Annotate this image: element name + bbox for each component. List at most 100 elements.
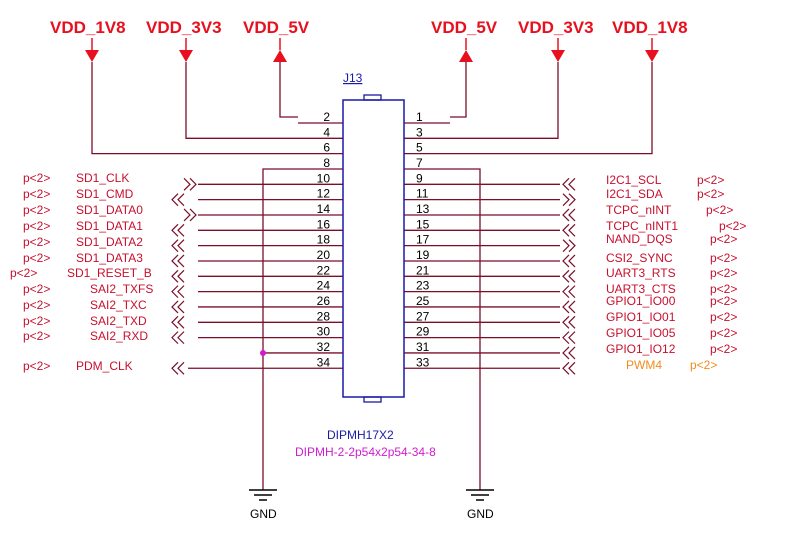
net-page-ref: p<2> [23, 251, 50, 265]
wire-vdd-1v8-right [450, 62, 653, 155]
offpage-chevron-in [562, 269, 570, 283]
offpage-chevron-in [171, 223, 179, 237]
offpage-chevron-out-2 [568, 239, 576, 253]
pin-number-right: 33 [416, 355, 430, 369]
power-arrow-right-1v8 [645, 50, 659, 62]
pin-number-right: 21 [416, 263, 430, 277]
offpage-chevron-in-2 [568, 208, 576, 222]
net-page-ref: p<2> [10, 266, 37, 280]
offpage-chevron-out [562, 193, 570, 207]
wires-layer [91, 38, 653, 501]
net-page-ref: p<2> [23, 235, 50, 249]
net-page-ref: p<2> [710, 326, 737, 340]
connector-part: DIPMH17X2 [327, 428, 394, 442]
pwm-label: PWM4 [626, 358, 662, 372]
offpage-chevron-in-2 [177, 223, 185, 237]
power-label-left-3v3: VDD_3V3 [146, 18, 222, 37]
connector-ref: J13 [343, 71, 363, 85]
pin-number-right: 7 [416, 156, 423, 170]
net-label: NAND_DQS [606, 232, 673, 246]
net-label: I2C1_SCL [606, 173, 662, 187]
connector-key-top [363, 94, 382, 101]
net-page-ref: p<2> [697, 187, 724, 201]
power-arrow-left-3v3 [179, 50, 193, 62]
pin-number-left: 24 [317, 279, 331, 293]
offpage-chevron-in-2 [568, 177, 576, 191]
offpage-chevron-in-2 [568, 269, 576, 283]
offpage-chevron-in [171, 361, 179, 375]
offpage-chevron-in [562, 346, 570, 360]
net-label: UART3_RTS [606, 266, 676, 280]
offpage-chevron-out [183, 177, 191, 191]
offpage-chevron-in [562, 361, 570, 375]
gnd-label-left: GND [250, 507, 277, 521]
offpage-chevron-out-2 [189, 208, 197, 222]
right-net-labels: I2C1_SCL p<2> I2C1_SDA p<2> TCPC_nINT p<… [606, 173, 746, 372]
net-page-ref: p<2> [23, 359, 50, 373]
offpage-chevron-in-2 [568, 285, 576, 299]
offpage-chevron-in-2 [177, 300, 185, 314]
net-page-ref: p<2> [710, 266, 737, 280]
pin-number-left: 14 [317, 202, 331, 216]
net-label: SD1_DATA3 [76, 251, 143, 265]
wire-vdd-5v-right [450, 62, 467, 118]
power-arrow-right-3v3 [551, 50, 565, 62]
pin-number-left: 2 [323, 110, 330, 124]
wire-vdd-1v8-left [91, 62, 298, 155]
net-page-ref: p<2> [710, 294, 737, 308]
net-page-ref: p<2> [710, 342, 737, 356]
connector-body [342, 99, 405, 398]
net-page-ref: p<2> [719, 219, 746, 233]
pin-number-left: 6 [323, 141, 330, 155]
net-page-ref: p<2> [710, 251, 737, 265]
offpage-chevron-in [171, 193, 179, 207]
pwm-page-ref: p<2> [690, 358, 717, 372]
net-label: I2C1_SDA [606, 187, 663, 201]
pin-number-right: 31 [416, 340, 430, 354]
offpage-chevron-in-2 [568, 361, 576, 375]
pin-number-left: 16 [317, 217, 331, 231]
net-page-ref: p<2> [710, 232, 737, 246]
offpage-chevron-in-2 [177, 269, 185, 283]
offpage-chevron-in-2 [568, 346, 576, 360]
net-label: SD1_RESET_B [67, 266, 152, 280]
net-label: SD1_DATA0 [76, 203, 143, 217]
offpage-chevron-in-2 [177, 285, 185, 299]
pin-number-left: 18 [317, 233, 331, 247]
offpage-chevron-in [171, 331, 179, 345]
offpage-chevron-in [171, 300, 179, 314]
net-page-ref: p<2> [23, 187, 50, 201]
offpage-chevron-in-2 [177, 239, 185, 253]
offpage-chevron-in [562, 315, 570, 329]
power-arrow-left-1v8 [85, 50, 99, 62]
net-label: SAI2_RXD [90, 329, 148, 343]
offpage-chevron-in-2 [568, 331, 576, 345]
net-label: CSI2_SYNC [606, 251, 673, 265]
pin-number-left: 4 [323, 125, 330, 139]
wire-vdd-5v-left [279, 62, 298, 118]
net-page-ref: p<2> [710, 310, 737, 324]
power-label-left-5v: VDD_5V [243, 18, 310, 37]
wire-gnd-right [450, 168, 481, 490]
net-label: SAI2_TXC [90, 298, 147, 312]
pin-number-left: 20 [317, 248, 331, 262]
net-page-ref: p<2> [23, 298, 50, 312]
pin-number-right: 13 [416, 202, 430, 216]
offpage-chevron-in-2 [568, 300, 576, 314]
gnd-label-right: GND [467, 507, 494, 521]
wire-gnd-left [262, 168, 298, 490]
net-label: GPIO1_IO12 [606, 342, 676, 356]
pin-number-right: 19 [416, 248, 430, 262]
offpage-chevron-in [562, 177, 570, 191]
power-arrow-right-5v [459, 50, 473, 62]
junction-dot [260, 349, 266, 356]
offpage-chevron-in [171, 285, 179, 299]
net-label: SD1_DATA1 [76, 219, 143, 233]
power-label-right-1v8: VDD_1V8 [612, 18, 688, 37]
offpage-chevron-in [562, 254, 570, 268]
left-net-labels: p<2> SD1_CLK p<2> SD1_CMD p<2> SD1_DATA0… [10, 171, 153, 373]
offpage-chevron-in-2 [177, 331, 185, 345]
pin-number-left: 28 [317, 309, 331, 323]
pin-number-right: 23 [416, 279, 430, 293]
offpage-chevron-in [562, 223, 570, 237]
